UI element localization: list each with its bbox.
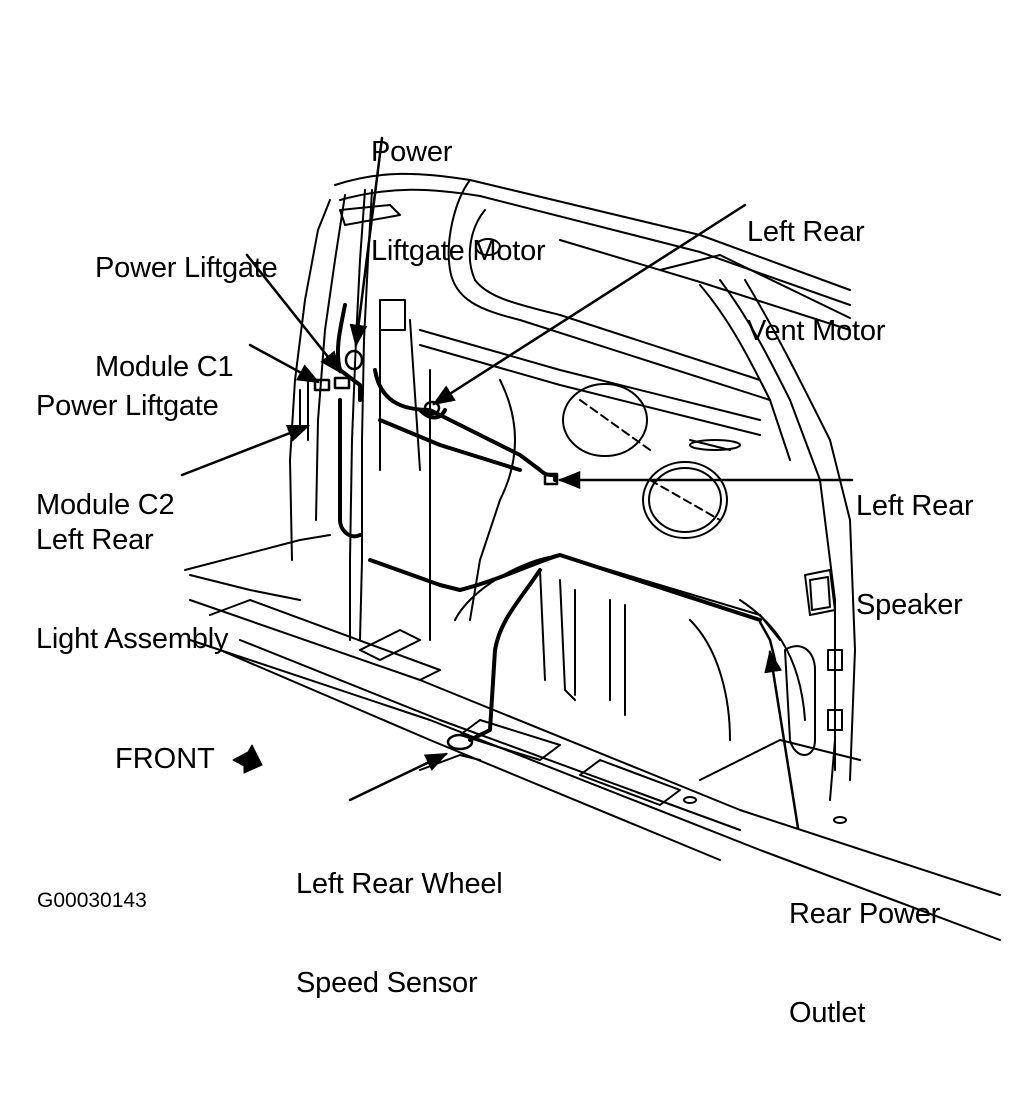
diagram-canvas: Power Liftgate Motor Power Liftgate Modu… [36,70,1001,1029]
callout-power-liftgate-module-c1: Power Liftgate Module C1 [95,186,278,450]
leader-power-liftgate-motor [349,136,384,348]
callout-line: Liftgate Motor [371,235,546,267]
leader-rear-power-outlet [764,649,800,830]
module-c1-connector [333,376,351,390]
rear-corner [784,569,843,771]
connectors [313,349,777,751]
vent-motor-connector [423,400,441,416]
callout-left-rear-vent-motor: Left Rear Vent Motor [747,150,885,414]
callout-line: Light Assembly [36,623,229,655]
callout-line: Rear Power [789,898,941,930]
callout-line: Left Rear [36,524,154,556]
callout-line: Outlet [789,997,866,1029]
callout-line: Power Liftgate [36,390,219,422]
leader-light-assembly [180,424,311,477]
callout-left-rear-speaker: Left Rear Speaker [856,424,974,688]
callout-line: Power [371,136,453,168]
callout-line: Power Liftgate [95,252,278,284]
speaker-connector [543,472,559,486]
vehicle-body-line-art [180,136,1001,941]
leader-module-c1 [245,253,342,374]
callout-line: Left Rear [856,490,974,522]
roof-structure [334,172,856,801]
callout-left-rear-light-assembly: Left Rear Light Assembly [36,458,228,722]
callout-line: Speed Sensor [296,967,478,999]
leader-module-c2 [248,343,320,384]
callout-line: Module C2 [36,489,175,521]
direction-arrow-icon [232,744,263,774]
front-orientation-label: FRONT [115,743,215,775]
callout-line: Module C1 [95,351,234,383]
liftgate-motor-connector [344,349,364,371]
cargo-floor [184,534,1001,941]
callout-power-liftgate-module-c2: Power Liftgate Module C2 [36,324,219,588]
wiring-harness [335,303,762,742]
wheel-speed-sensor-connector [446,733,474,751]
leader-wheel-speed-sensor [348,752,449,802]
callout-line: Left Rear Wheel [296,868,503,900]
module-c2-connector [313,378,331,392]
leader-vent-motor [432,203,747,406]
quarter-panel [419,329,761,641]
callout-line: Vent Motor [747,315,886,347]
callout-line: Speaker [856,589,963,621]
callout-line: Left Rear [747,216,865,248]
wheel-well [454,554,806,741]
figure-id: G00030143 [37,889,147,912]
callout-power-liftgate-motor: Power Liftgate Motor [371,70,546,334]
callout-rear-power-outlet: Rear Power Outlet [789,832,940,1096]
leader-lines [180,136,854,830]
callout-left-rear-wheel-speed-sensor: Left Rear Wheel Speed Sensor [296,802,503,1066]
